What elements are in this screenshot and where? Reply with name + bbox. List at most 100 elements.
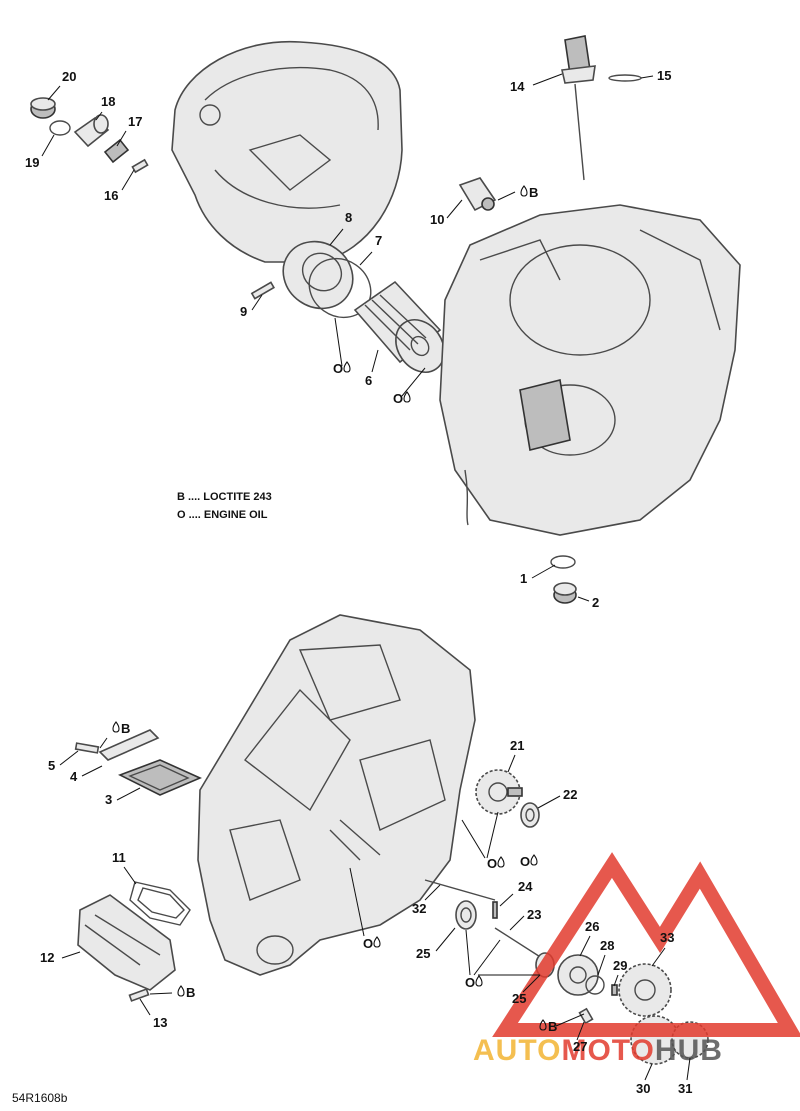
engine-oil-marker-1: O bbox=[393, 391, 403, 406]
legend-engine-oil: O .... ENGINE OIL bbox=[177, 509, 268, 521]
watermark-logo: AUTOMOTOHUB bbox=[473, 852, 800, 1067]
callout-c11: 11 bbox=[112, 850, 126, 865]
leader-line-c9 bbox=[251, 294, 263, 311]
leader-line-c27 bbox=[576, 1021, 585, 1041]
callout-c1: 1 bbox=[520, 571, 527, 586]
cover-12 bbox=[77, 894, 176, 991]
leader-line-c3 bbox=[116, 787, 141, 801]
marker-leader-1-0 bbox=[401, 367, 426, 397]
drop-icon bbox=[497, 856, 505, 868]
callout-c21: 21 bbox=[510, 738, 524, 753]
seal-22 bbox=[520, 802, 540, 828]
callout-c32: 32 bbox=[412, 901, 426, 916]
leader-line-c5 bbox=[59, 750, 79, 766]
fitting-10 bbox=[458, 177, 497, 212]
leader-line-c25a bbox=[435, 927, 456, 952]
oil-filter-6 bbox=[353, 280, 445, 373]
callout-c17: 17 bbox=[128, 114, 142, 129]
engine-oil-marker-6: O bbox=[520, 854, 530, 869]
gasket-11 bbox=[129, 881, 191, 926]
shaft-23 bbox=[494, 927, 546, 961]
leader-line-c26 bbox=[579, 935, 591, 957]
watermark-auto: AUTO bbox=[473, 1034, 561, 1067]
callout-c3: 3 bbox=[105, 792, 112, 807]
screw-16 bbox=[131, 158, 149, 174]
legend-loctite: B .... LOCTITE 243 bbox=[177, 491, 272, 503]
plug-20 bbox=[30, 97, 56, 119]
drop-icon bbox=[177, 985, 185, 997]
callout-c10: 10 bbox=[430, 212, 444, 227]
callout-c16: 16 bbox=[104, 188, 118, 203]
leader-line-c19 bbox=[41, 134, 55, 157]
loctite-marker-2: B bbox=[529, 185, 538, 200]
engine-oil-marker-8: O bbox=[465, 975, 475, 990]
sleeve-18 bbox=[73, 114, 110, 148]
drop-icon bbox=[343, 361, 351, 373]
marker-leader-5-0 bbox=[461, 819, 486, 859]
crankcase-lower bbox=[197, 614, 476, 976]
leader-lines bbox=[41, 73, 691, 1081]
callout-c4: 4 bbox=[70, 769, 78, 784]
leader-line-c31 bbox=[686, 1057, 691, 1081]
pump-housing-26 bbox=[557, 954, 599, 996]
callout-c27: 27 bbox=[573, 1039, 587, 1054]
spring-17 bbox=[103, 138, 130, 164]
callout-c28: 28 bbox=[600, 938, 614, 953]
callout-c24: 24 bbox=[518, 879, 533, 894]
seal-25 bbox=[455, 900, 477, 930]
marker-leader-8-0 bbox=[465, 929, 471, 976]
drop-icon bbox=[403, 391, 411, 403]
marker-leader-8-1 bbox=[473, 939, 501, 976]
leader-line-c21 bbox=[507, 754, 516, 773]
retainer-4 bbox=[98, 729, 160, 761]
svg-text:AUTOMOTOHUB: AUTOMOTOHUB bbox=[473, 1034, 723, 1067]
leader-line-c32 bbox=[424, 884, 441, 901]
leader-line-c18 bbox=[95, 111, 103, 121]
watermark-hub: HUB bbox=[655, 1034, 723, 1067]
leader-line-c20 bbox=[47, 85, 61, 101]
leader-line-c28 bbox=[597, 954, 606, 976]
callout-c33: 33 bbox=[660, 930, 674, 945]
callout-c13: 13 bbox=[153, 1015, 167, 1030]
engine-oil-marker-0: O bbox=[333, 361, 343, 376]
callout-c12: 12 bbox=[40, 950, 54, 965]
leader-line-c22 bbox=[537, 795, 561, 809]
callout-c30: 30 bbox=[636, 1081, 650, 1096]
drop-icon bbox=[520, 185, 528, 197]
loctite-marker-4: B bbox=[186, 985, 195, 1000]
leader-line-c12 bbox=[61, 951, 81, 959]
drawing-reference: 54R1608b bbox=[12, 1091, 68, 1105]
screw-9 bbox=[250, 281, 275, 300]
callout-c26: 26 bbox=[585, 919, 599, 934]
leader-line-c2 bbox=[577, 596, 590, 602]
callout-c8: 8 bbox=[345, 210, 352, 225]
leader-line-c11 bbox=[123, 866, 137, 885]
screen-3 bbox=[118, 759, 202, 796]
o-ring-1 bbox=[550, 555, 576, 569]
leader-line-c10 bbox=[446, 199, 463, 219]
callout-c19: 19 bbox=[25, 155, 39, 170]
callout-c2: 2 bbox=[592, 595, 599, 610]
marker-leader-0-0 bbox=[334, 317, 343, 367]
callout-c31: 31 bbox=[678, 1081, 692, 1096]
leader-line-c33 bbox=[651, 947, 666, 967]
watermark-triangle bbox=[492, 852, 800, 1037]
gear-21 bbox=[475, 769, 523, 815]
leader-line-c7 bbox=[359, 251, 373, 266]
dipstick-14 bbox=[561, 35, 596, 181]
side-cover bbox=[171, 40, 403, 263]
leader-line-c4 bbox=[81, 765, 103, 777]
crankcase-upper bbox=[439, 204, 741, 536]
callout-c25a: 25 bbox=[416, 946, 430, 961]
shaft-32 bbox=[424, 879, 496, 901]
leader-line-c8 bbox=[329, 228, 344, 246]
drop-icon bbox=[373, 936, 381, 948]
drop-icon bbox=[530, 854, 538, 866]
gear-33 bbox=[618, 963, 672, 1017]
marker-leader-5-1 bbox=[486, 811, 499, 859]
leader-line-c13 bbox=[139, 998, 151, 1016]
callout-c7: 7 bbox=[375, 233, 382, 248]
callout-c25b: 25 bbox=[512, 991, 526, 1006]
